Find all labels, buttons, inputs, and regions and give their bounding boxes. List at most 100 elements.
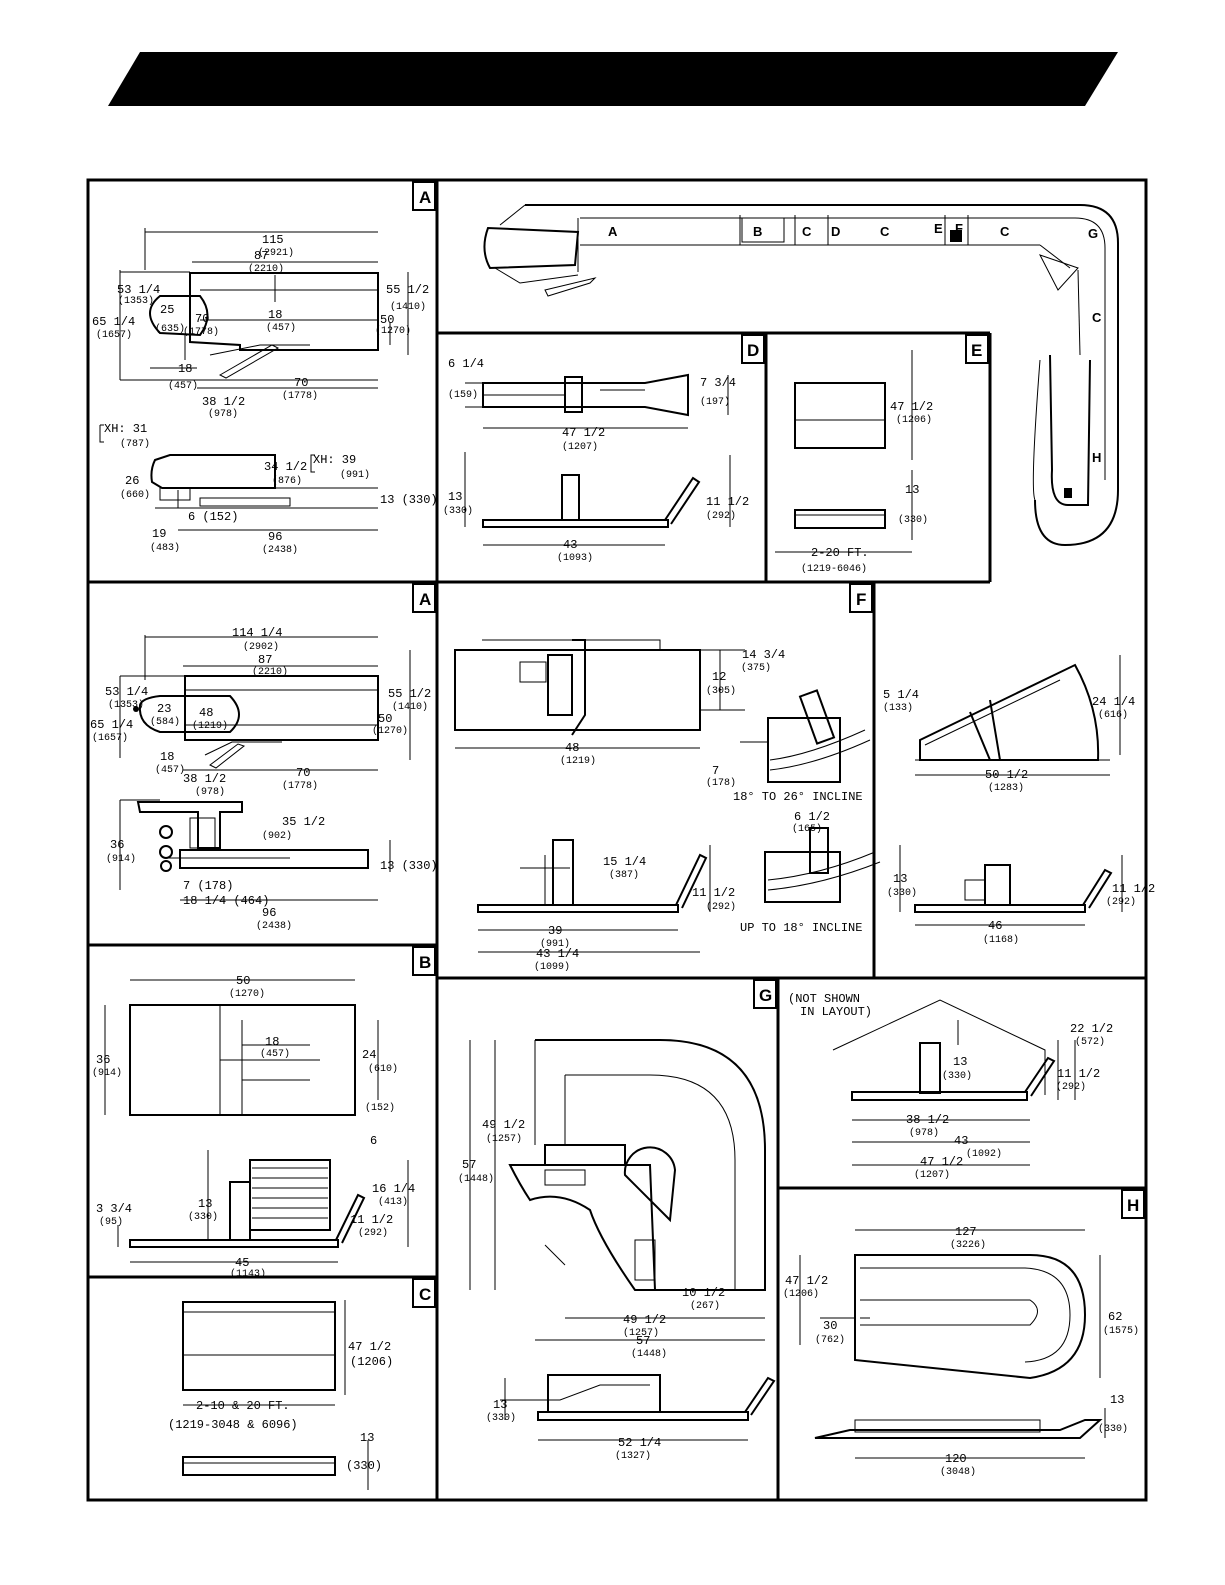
svg-text:C: C — [802, 224, 812, 239]
svg-text:38 1/2: 38 1/2 — [202, 395, 245, 409]
svg-text:(305): (305) — [706, 685, 736, 697]
svg-text:36: 36 — [96, 1053, 110, 1067]
svg-text:6: 6 — [370, 1134, 377, 1148]
svg-text:38 1/2: 38 1/2 — [906, 1113, 949, 1127]
svg-text:35 1/2: 35 1/2 — [282, 815, 325, 829]
panel-e-drawing: 47 1/2 (1206) 13 (330) 2-20 FT. (1219-60… — [775, 350, 933, 575]
svg-text:(635): (635) — [155, 323, 185, 335]
svg-text:50: 50 — [378, 712, 392, 726]
svg-text:(292): (292) — [706, 510, 736, 522]
panel-label-a-bottom: A — [412, 583, 436, 613]
svg-text:(3048): (3048) — [940, 1466, 976, 1478]
svg-text:24: 24 — [362, 1048, 376, 1062]
svg-text:2-10 & 20 FT.: 2-10 & 20 FT. — [196, 1399, 290, 1413]
panel-g-drawing: 49 1/2 (1257) 57 (1448) 10 1/2 (267) 49 … — [458, 1039, 776, 1462]
svg-text:(330): (330) — [898, 514, 928, 526]
svg-text:(1283): (1283) — [988, 782, 1024, 794]
svg-text:(616): (616) — [1098, 709, 1128, 721]
svg-text:(1207): (1207) — [914, 1169, 950, 1181]
svg-text:96: 96 — [268, 530, 282, 544]
svg-text:(457): (457) — [155, 764, 185, 776]
svg-text:(787): (787) — [120, 438, 150, 450]
svg-text:(1778): (1778) — [282, 780, 318, 792]
panel-d-drawing: 6 1/4 (159) 7 3/4 (197) 47 1/2 (1207) 13… — [443, 357, 749, 564]
svg-text:(197): (197) — [700, 396, 730, 408]
svg-text:43: 43 — [563, 538, 577, 552]
svg-text:(978): (978) — [909, 1127, 939, 1139]
svg-text:55 1/2: 55 1/2 — [386, 283, 429, 297]
svg-text:(330): (330) — [443, 505, 473, 517]
svg-text:57: 57 — [636, 1334, 650, 1348]
svg-text:(3226): (3226) — [950, 1239, 986, 1251]
svg-text:(876): (876) — [272, 475, 302, 487]
svg-text:10 1/2: 10 1/2 — [682, 1286, 725, 1300]
svg-text:(1448): (1448) — [458, 1173, 494, 1185]
svg-text:E: E — [971, 341, 982, 360]
svg-text:127: 127 — [955, 1225, 977, 1239]
svg-text:(292): (292) — [1056, 1081, 1086, 1093]
svg-text:(991): (991) — [340, 469, 370, 481]
svg-text:49 1/2: 49 1/2 — [623, 1313, 666, 1327]
svg-text:22 1/2: 22 1/2 — [1070, 1022, 1113, 1036]
svg-text:62: 62 — [1108, 1310, 1122, 1324]
svg-text:36: 36 — [110, 838, 124, 852]
svg-text:53 1/4: 53 1/4 — [117, 283, 160, 297]
svg-text:(1257): (1257) — [486, 1133, 522, 1145]
panel-h-drawing: 127 (3226) 47 1/2 (1206) 30 (762) 62 (15… — [783, 1225, 1139, 1478]
svg-text:12: 12 — [712, 670, 726, 684]
svg-text:23: 23 — [157, 702, 171, 716]
svg-text:19: 19 — [152, 527, 166, 541]
svg-text:18: 18 — [160, 750, 174, 764]
svg-text:49 1/2: 49 1/2 — [482, 1118, 525, 1132]
svg-text:(584): (584) — [150, 716, 180, 728]
svg-text:(1092): (1092) — [966, 1148, 1002, 1160]
svg-text:7 3/4: 7 3/4 — [700, 376, 736, 390]
svg-text:70: 70 — [195, 312, 209, 326]
svg-text:(914): (914) — [92, 1067, 122, 1079]
svg-text:(1270): (1270) — [372, 725, 408, 737]
svg-text:D: D — [831, 224, 840, 239]
panel-label-c: C — [412, 1278, 436, 1308]
svg-text:48: 48 — [565, 741, 579, 755]
panel-g-alt-drawing: (NOT SHOWN IN LAYOUT) 22 1/2 (572) 13 (3… — [788, 992, 1113, 1181]
svg-text:C: C — [1092, 310, 1102, 325]
svg-text:13: 13 — [893, 872, 907, 886]
svg-text:(165): (165) — [792, 823, 822, 835]
svg-text:6 1/4: 6 1/4 — [448, 357, 484, 371]
svg-text:47 1/2: 47 1/2 — [785, 1274, 828, 1288]
svg-text:(133): (133) — [883, 702, 913, 714]
svg-text:UP TO 18° INCLINE: UP TO 18° INCLINE — [740, 921, 862, 935]
svg-text:57: 57 — [462, 1158, 476, 1172]
svg-text:D: D — [747, 341, 759, 360]
svg-text:(1353): (1353) — [118, 295, 154, 307]
svg-text:(1448): (1448) — [631, 1348, 667, 1360]
svg-text:C: C — [419, 1285, 431, 1304]
svg-text:13: 13 — [953, 1055, 967, 1069]
svg-text:(1168): (1168) — [983, 934, 1019, 946]
svg-text:(330): (330) — [887, 887, 917, 899]
panel-c-drawing: 47 1/2 (1206) 2-10 & 20 FT. (1219-3048 &… — [168, 1300, 393, 1490]
svg-text:18: 18 — [178, 362, 192, 376]
svg-text:(375): (375) — [741, 662, 771, 674]
svg-text:E: E — [934, 221, 943, 236]
svg-text:52 1/4: 52 1/4 — [618, 1436, 661, 1450]
svg-text:A: A — [419, 590, 431, 609]
svg-text:65 1/4: 65 1/4 — [92, 315, 135, 329]
svg-text:14 3/4: 14 3/4 — [742, 648, 785, 662]
svg-text:(2210): (2210) — [252, 666, 288, 678]
svg-text:(2438): (2438) — [256, 920, 292, 932]
svg-text:B: B — [419, 953, 431, 972]
svg-text:24 1/4: 24 1/4 — [1092, 695, 1135, 709]
svg-text:53 1/4: 53 1/4 — [105, 685, 148, 699]
svg-text:15 1/4: 15 1/4 — [603, 855, 646, 869]
svg-text:(1099): (1099) — [534, 961, 570, 973]
panel-label-f: F — [849, 583, 873, 613]
svg-text:H: H — [1127, 1196, 1139, 1215]
svg-text:3 3/4: 3 3/4 — [96, 1202, 132, 1216]
svg-text:(457): (457) — [168, 380, 198, 392]
svg-text:13: 13 — [360, 1431, 374, 1445]
svg-text:(902): (902) — [262, 830, 292, 842]
svg-text:(1327): (1327) — [615, 1450, 651, 1462]
svg-text:(457): (457) — [266, 322, 296, 334]
svg-text:43 1/4: 43 1/4 — [536, 947, 579, 961]
